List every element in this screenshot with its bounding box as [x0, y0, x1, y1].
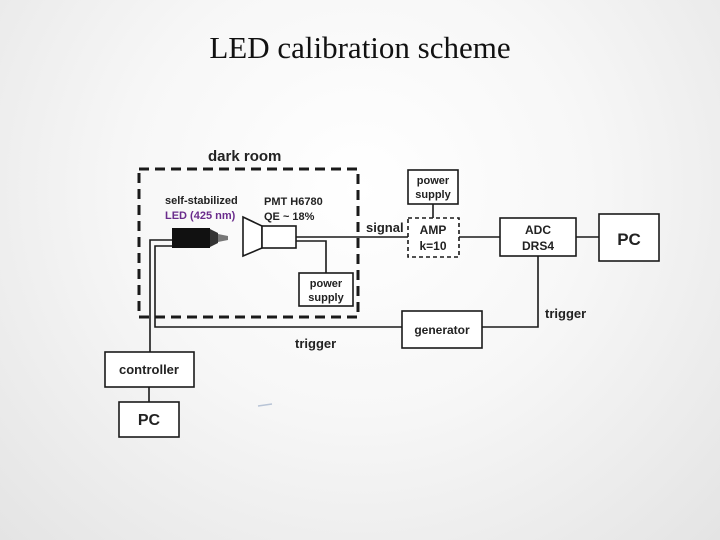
led-body [172, 228, 210, 248]
pmt-label-line2: QE ~ 18% [264, 211, 315, 223]
amp-line2: k=10 [419, 239, 446, 253]
pmt-window [242, 215, 263, 258]
amp-line1: AMP [420, 223, 447, 237]
dark-room-boundary [137, 167, 360, 319]
amp-box [407, 217, 460, 258]
wires [148, 204, 599, 402]
pmt [242, 215, 297, 258]
pmt-power-wire [296, 240, 327, 273]
amp-power-supply-box [407, 169, 459, 205]
pc-right-label: PC [617, 230, 641, 249]
adc-line2: DRS4 [522, 239, 554, 253]
dark-room-label: dark room [208, 148, 281, 165]
controller-box [104, 351, 195, 388]
pmt-power-supply-box [298, 272, 354, 307]
pc-bottom-label: PC [138, 412, 161, 429]
generator-label: generator [414, 323, 470, 337]
pmt-label-line1: PMT H6780 [264, 196, 323, 208]
controller-label: controller [119, 362, 179, 377]
amp-power-supply-line2: supply [415, 189, 451, 201]
page-title: LED calibration scheme [209, 30, 511, 65]
signal-label: signal [366, 220, 404, 235]
pmt-power-supply-line2: supply [308, 292, 344, 304]
pmt-power-supply-line1: power [310, 278, 343, 290]
led-label-line2: LED (425 nm) [165, 210, 236, 222]
pc-right-box [598, 213, 660, 262]
trigger-right-label: trigger [545, 306, 586, 321]
led-label-line1: self-stabilized [165, 195, 238, 207]
led-controller-wire [149, 239, 172, 352]
pc-bottom-box [118, 401, 180, 438]
trigger-bottom-label: trigger [295, 336, 336, 351]
generator-led-trigger-wire [154, 245, 402, 328]
adc-line1: ADC [525, 223, 551, 237]
led [172, 228, 228, 248]
amp-power-supply-line1: power [417, 175, 450, 187]
generator-box [401, 310, 483, 349]
stray-mark [257, 403, 273, 407]
adc-box [499, 217, 577, 257]
adc-trigger-wire [482, 256, 539, 328]
pmt-body [261, 225, 297, 249]
